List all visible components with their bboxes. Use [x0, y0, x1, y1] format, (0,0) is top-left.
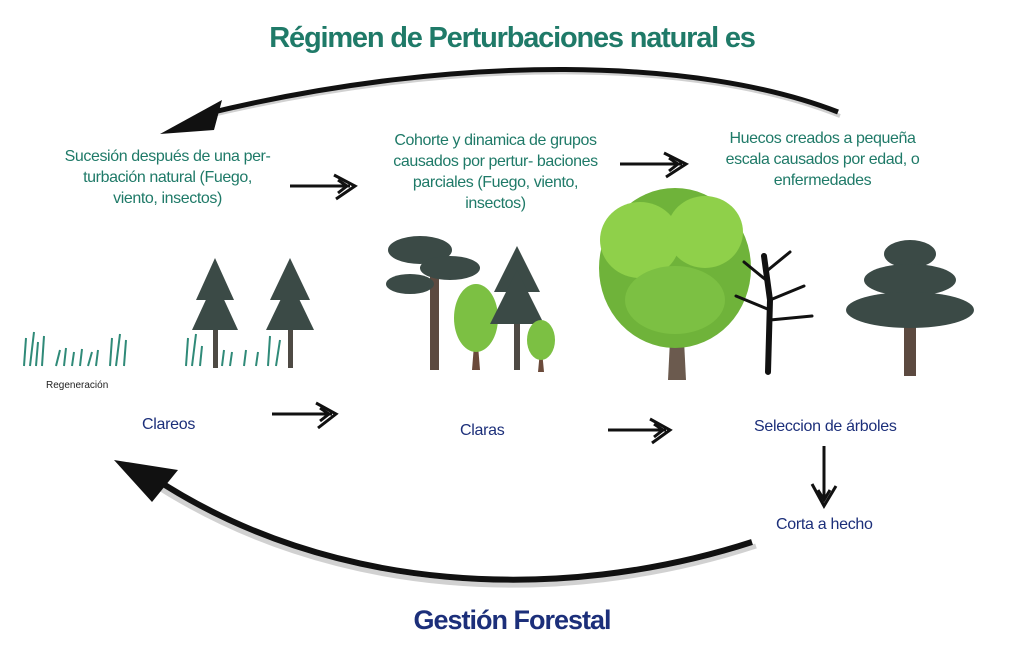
conifer-tree-icon: [490, 246, 544, 370]
large-oak-tree-icon: [599, 188, 751, 380]
pine-tree-icon: [846, 240, 974, 376]
broadleaf-tree-icon: [454, 284, 498, 370]
arrow-down-icon: [810, 446, 838, 510]
arrow-icon: [290, 173, 358, 201]
bottom-cycle-arrow: [114, 460, 757, 588]
conifer-tree-icon: [266, 258, 314, 368]
broadleaf-tree-icon: [527, 320, 555, 372]
grass-icon: [185, 333, 281, 367]
arrow-icon: [272, 401, 339, 430]
arrow-icon: [608, 417, 673, 445]
grass-icon: [23, 331, 127, 367]
gaps-label: Huecos creados a pequeña escala causados…: [725, 130, 920, 189]
succession-label: Sucesión después de una per- turbación n…: [64, 148, 271, 207]
clareos-label: Clareos: [142, 416, 196, 433]
arrow-icon: [620, 151, 690, 179]
regeneration-label: Regeneración: [46, 380, 109, 391]
clearcut-label: Corta a hecho: [776, 516, 873, 533]
selection-label: Seleccion de árboles: [754, 418, 897, 435]
dead-tree-icon: [734, 250, 814, 375]
claras-label: Claras: [460, 422, 505, 439]
footer-title: Gestión Forestal: [413, 605, 611, 635]
conifer-tree-icon: [192, 258, 238, 368]
pine-tree-icon: [386, 236, 480, 370]
top-cycle-arrow: [160, 67, 841, 134]
cohort-label: Cohorte y dinamica de grupos causados po…: [393, 132, 598, 212]
diagram-title: Régimen de Perturbaciones natural es: [269, 22, 756, 54]
